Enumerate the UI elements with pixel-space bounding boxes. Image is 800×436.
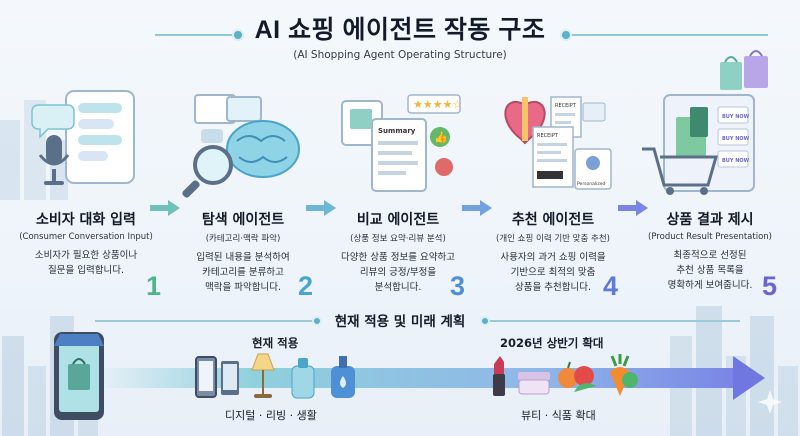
step-2-desc-line: 맥락을 파악합니다. [205, 282, 281, 293]
svg-text:👍: 👍 [434, 131, 448, 144]
flow-arrow-1-icon [150, 200, 180, 216]
title-dot-right [560, 29, 572, 41]
step-5-number: 5 [762, 271, 778, 301]
magnifier-icon [182, 145, 233, 198]
flow-arrow-4-icon [618, 200, 648, 216]
step-4-desc-line: 기반으로 최적의 맞춤 [510, 267, 596, 278]
step-2-number: 2 [298, 271, 314, 301]
step-3-name: 비교 에이전트 [356, 212, 440, 228]
bottom-line-right [490, 320, 740, 322]
page-title: AI 쇼핑 에이전트 작동 구조 [254, 16, 546, 44]
step-3-number: 3 [450, 271, 466, 301]
summary-label: Summary [378, 127, 416, 135]
step-3-desc-line: 다양한 상품 정보를 요약하고 [341, 252, 455, 263]
tablet-icon [221, 361, 239, 395]
product-list-icon: BUY NOW BUY NOW BUY NOW [717, 106, 750, 168]
step-compare-agent: Summary ★★★★☆ 👍 비교 에이전트 (상품 정보 요약·리뷰 분석)… [320, 83, 476, 301]
step-result-presentation: BUY NOW BUY NOW BUY NOW 상품 결과 제시 (Produc… [632, 83, 788, 301]
bottom-line-left [95, 320, 315, 322]
detergent-bottle-icon [291, 358, 315, 399]
step-1-subtitle: (Consumer Conversation Input) [19, 232, 153, 242]
header: AI 쇼핑 에이전트 작동 구조 (AI Shopping Agent Oper… [0, 10, 800, 61]
title-dot-left [232, 29, 244, 41]
step-5-name: 상품 결과 제시 [666, 212, 754, 228]
current-application-title: 현재 적용 [252, 336, 299, 350]
step-4-description: 사용자의 과거 쇼핑 이력을 기반으로 최적의 맞춤 상품을 추천합니다. [475, 250, 631, 295]
step-4-name: 추천 에이전트 [511, 212, 595, 228]
future-expansion-title: 2026년 상반기 확대 [500, 336, 604, 350]
vegetables-icon [610, 354, 638, 396]
microphone-icon [38, 135, 70, 185]
thumbs-down-icon [435, 158, 453, 176]
step-explore-agent: 탐색 에이전트 (카테고리·맥락 파악) 입력된 내용을 분석하여 카테고리를 … [165, 83, 321, 301]
step-2-desc-line: 카테고리를 분류하고 [202, 267, 284, 278]
timeline-arrow-head [733, 356, 765, 400]
thumbs-up-icon: 👍 [430, 127, 450, 147]
current-categories-caption: 디지털 · 리빙 · 생활 [225, 409, 317, 422]
step-1-desc-line: 질문을 입력합니다. [48, 265, 124, 276]
future-categories-caption: 뷰티 · 식품 확대 [521, 409, 596, 422]
step-1-description: 소비자가 필요한 상품이나 질문을 입력합니다. [8, 248, 164, 278]
lipstick-icon [493, 356, 505, 396]
title-line-left [155, 34, 235, 36]
step-5-desc-line: 최종적으로 선정된 [673, 250, 747, 261]
step-2-desc-line: 입력된 내용을 분석하여 [196, 252, 290, 263]
page-subtitle: (AI Shopping Agent Operating Structure) [293, 49, 507, 61]
step-5-desc-line: 추천 상품 목록을 [676, 265, 744, 276]
step-5-subtitle: (Product Result Presentation) [648, 232, 772, 242]
summary-document-icon: Summary ★★★★☆ 👍 [341, 94, 462, 192]
step-2-subtitle: (카테고리·맥락 파악) [205, 234, 281, 244]
step-3-desc-line: 분석합니다. [374, 282, 422, 293]
step-3-desc-line: 리뷰의 긍정/부정을 [359, 267, 437, 278]
flow-arrow-2-icon [306, 200, 336, 216]
step-2-description: 입력된 내용을 분석하여 카테고리를 분류하고 맥락을 파악합니다. [165, 250, 321, 295]
step-4-desc-line: 사용자의 과거 쇼핑 이력을 [500, 252, 606, 263]
step-2-name: 탐색 에이전트 [201, 212, 285, 228]
buy-now-label-3: BUY NOW [722, 158, 750, 164]
title-line-right [568, 34, 768, 36]
buy-now-label-2: BUY NOW [722, 136, 750, 142]
step-consumer-input: 소비자 대화 입력 (Consumer Conversation Input) … [8, 83, 164, 301]
lamp-icon [251, 353, 275, 398]
bottom-dot-left [312, 316, 322, 326]
brain-icon [182, 94, 300, 198]
heart-gift-icon: RECEIPT RECEIPT Personalized [504, 96, 612, 190]
step-4-subtitle: (개인 쇼핑 이력 기반 맞춤 추천) [496, 234, 610, 244]
step-3-subtitle: (상품 정보 요약·리뷰 분석) [350, 234, 446, 244]
step-1-desc-line: 소비자가 필요한 상품이나 [34, 250, 138, 261]
smartphone-icon [195, 356, 217, 398]
step-recommend-agent: RECEIPT RECEIPT Personalized 추천 에이전트 (개인… [475, 83, 631, 301]
cream-jar-icon [518, 372, 550, 395]
future-plan-title: 현재 적용 및 미래 계획 [334, 314, 466, 330]
receipt-icon: RECEIPT RECEIPT [532, 96, 582, 188]
step-1-number: 1 [146, 271, 162, 301]
flow-arrow-3-icon [462, 200, 492, 216]
step-1-name: 소비자 대화 입력 [36, 212, 136, 228]
step-4-number: 4 [603, 271, 619, 301]
shopping-bags-icon [720, 50, 768, 90]
buy-now-label-1: BUY NOW [722, 114, 750, 120]
personalized-badge: Personalized [577, 181, 606, 187]
chat-bubble-icon [31, 90, 135, 185]
mobile-shopping-icon [54, 332, 104, 420]
receipt-label: RECEIPT [555, 103, 577, 109]
shopping-cart-icon: BUY NOW BUY NOW BUY NOW [642, 94, 755, 195]
receipt-label-2: RECEIPT [537, 133, 559, 139]
fruit-basket-icon [558, 361, 596, 392]
step-3-description: 다양한 상품 정보를 요약하고 리뷰의 긍정/부정을 분석합니다. [320, 250, 476, 295]
step-5-desc-line: 명확하게 보여줍니다. [667, 280, 753, 291]
svg-text:★★★★☆: ★★★★☆ [413, 98, 462, 111]
step-4-desc-line: 상품을 추천합니다. [515, 282, 591, 293]
bottom-dot-right [480, 316, 490, 326]
sparkle-icon [758, 390, 782, 414]
soap-bottle-icon [331, 356, 355, 398]
step-5-description: 최종적으로 선정된 추천 상품 목록을 명확하게 보여줍니다. [632, 248, 788, 293]
